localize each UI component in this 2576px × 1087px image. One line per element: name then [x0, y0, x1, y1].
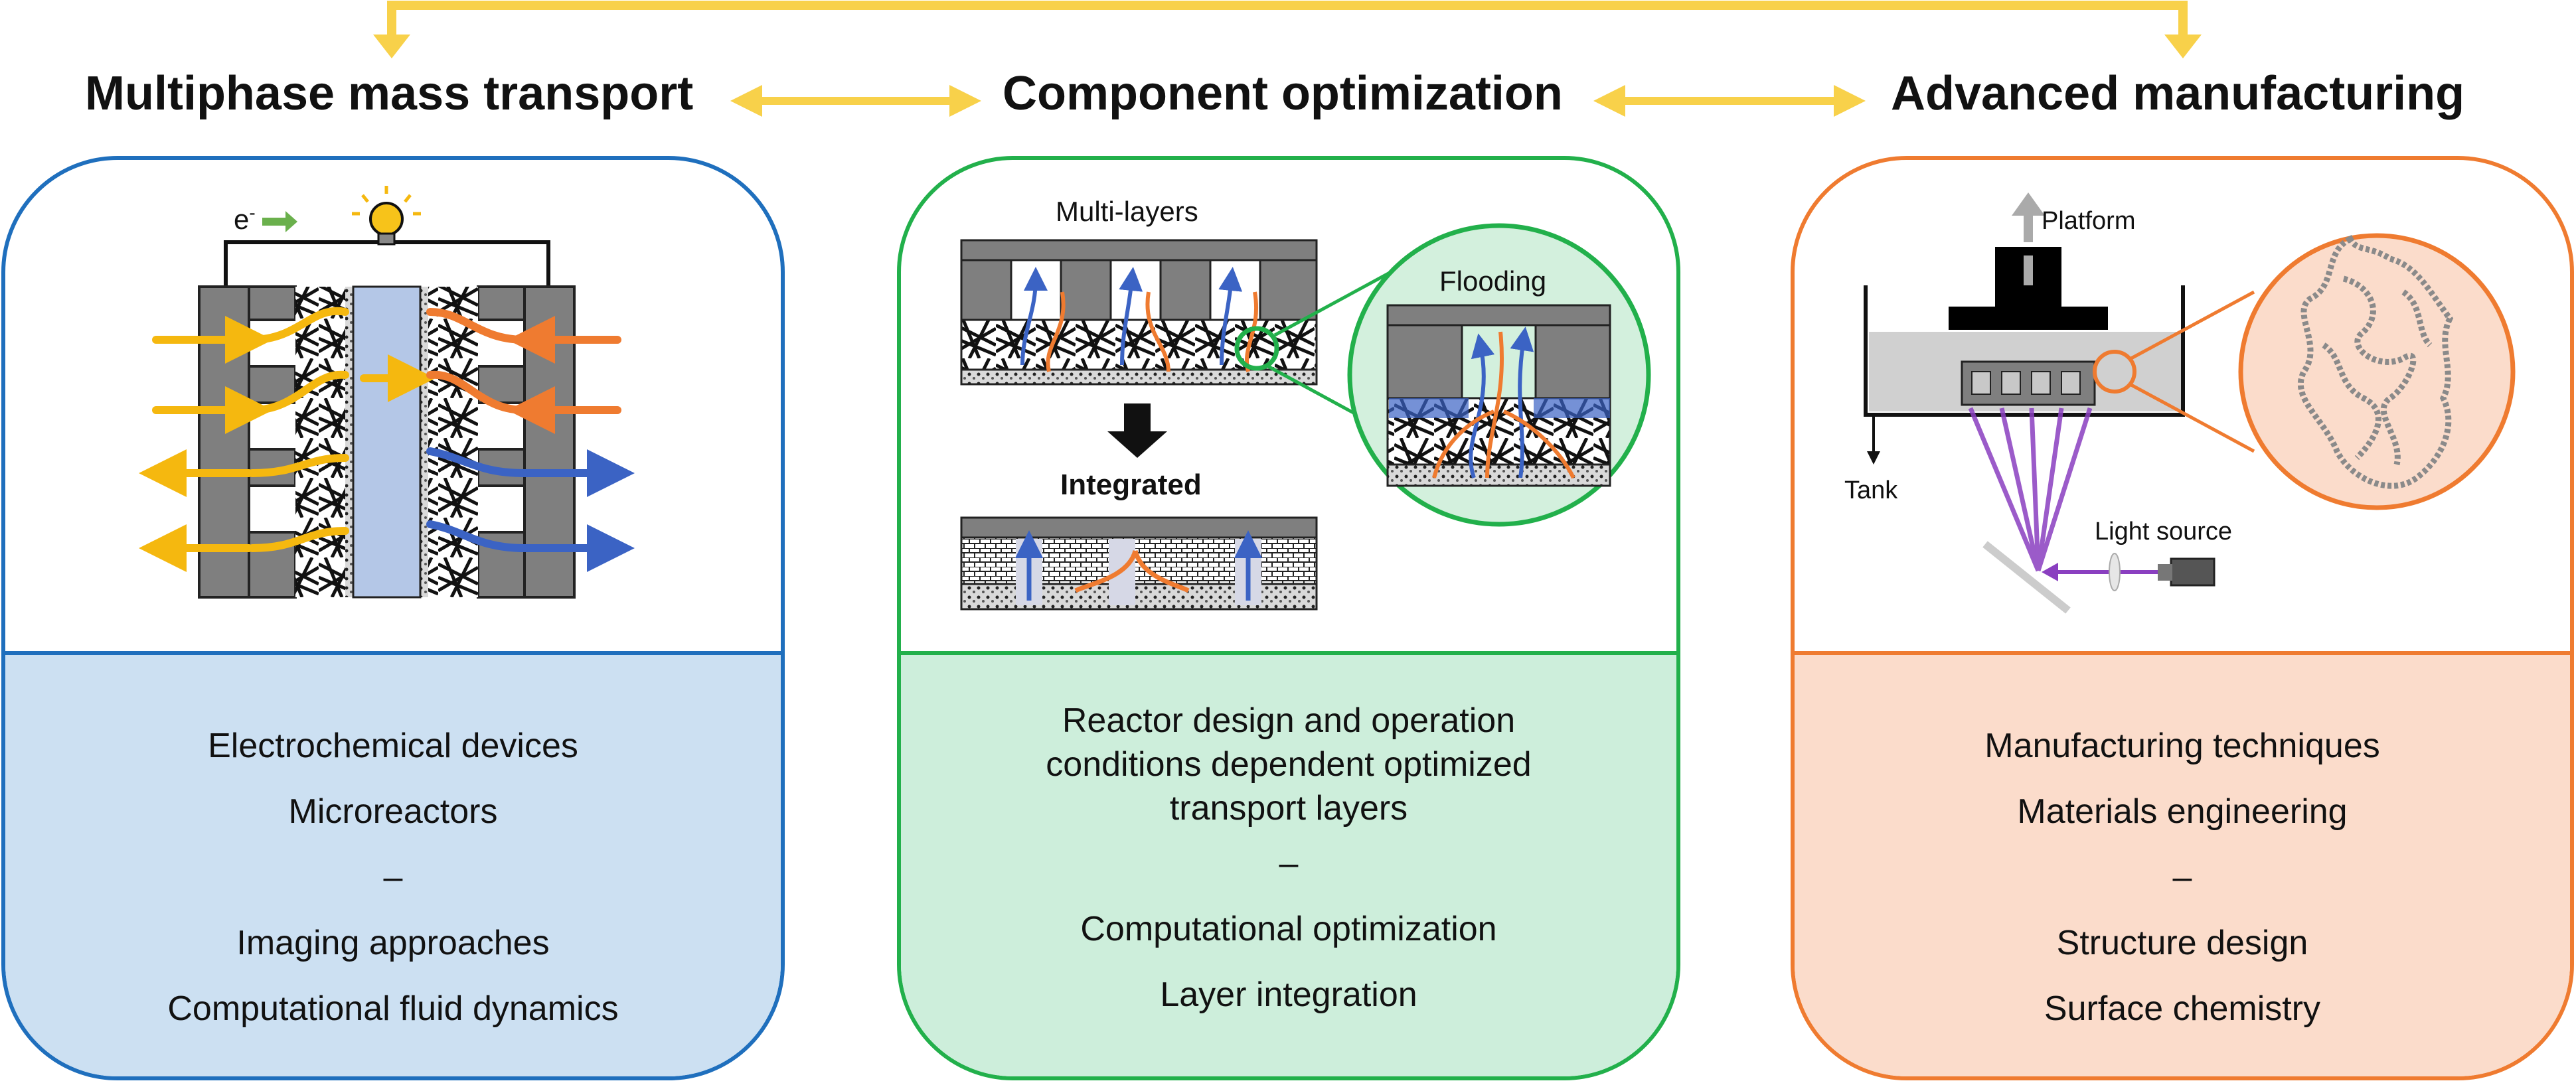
list-item: transport layers — [1169, 789, 1408, 828]
lightbulb-icon — [352, 186, 421, 246]
list-item: Layer integration — [1160, 976, 1417, 1014]
list-item: – — [383, 858, 403, 897]
multilayers-label: Multi-layers — [1056, 196, 1198, 227]
electron-superscript: - — [249, 202, 256, 223]
list-item: Structure design — [2056, 924, 2308, 962]
multiphase-list: Electrochemical devices Microreactors – … — [5, 713, 781, 1042]
heading-component: Component optimization — [1003, 67, 1563, 120]
multilayers-diagram — [960, 223, 1651, 611]
list-item: Electrochemical devices — [208, 727, 578, 765]
list-item: Computational fluid dynamics — [167, 989, 619, 1028]
electrochemical-cell — [139, 186, 635, 599]
list-item: Computational optimization — [1080, 910, 1497, 948]
heading-multiphase: Multiphase mass transport — [85, 67, 694, 120]
light-source-label: Light source — [2095, 518, 2233, 545]
list-item: – — [1279, 844, 1299, 883]
panel-multiphase-bottom: Electrochemical devices Microreactors – … — [5, 651, 781, 1076]
electron-label: e- — [234, 202, 256, 235]
list-item: Microreactors — [288, 792, 498, 831]
list-item: Manufacturing techniques — [1984, 727, 2380, 765]
panel-multiphase: Electrochemical devices Microreactors – … — [1, 156, 785, 1080]
component-list: Reactor design and operation conditions … — [901, 699, 1676, 1028]
panel-component-bottom: Reactor design and operation conditions … — [901, 651, 1676, 1076]
list-item: conditions dependent optimized — [1046, 745, 1532, 784]
list-item: Imaging approaches — [236, 924, 550, 962]
panel-component: Reactor design and operation conditions … — [897, 156, 1680, 1080]
list-item: Reactor design and operation — [1062, 701, 1516, 740]
double-arrow-2 — [1593, 85, 1866, 117]
reactor-text: Reactor design and operation conditions … — [901, 699, 1676, 830]
list-item: Materials engineering — [2017, 792, 2348, 831]
integrated-label: Integrated — [1060, 469, 1202, 501]
manufacturing-list: Manufacturing techniques Materials engin… — [1795, 713, 2570, 1042]
panel-manufacturing-bottom: Manufacturing techniques Materials engin… — [1795, 651, 2570, 1076]
heading-manufacturing: Advanced manufacturing — [1891, 67, 2465, 120]
list-item: – — [2172, 858, 2192, 897]
printer-diagram — [1864, 192, 2516, 614]
panel-manufacturing: Manufacturing techniques Materials engin… — [1791, 156, 2574, 1080]
top-connector-arrow — [373, 1, 2202, 58]
list-item: Surface chemistry — [2044, 989, 2321, 1028]
double-arrow-1 — [730, 85, 981, 117]
tank-label: Tank — [1844, 476, 1898, 504]
flooding-label: Flooding — [1439, 265, 1547, 297]
platform-label: Platform — [2042, 207, 2136, 235]
